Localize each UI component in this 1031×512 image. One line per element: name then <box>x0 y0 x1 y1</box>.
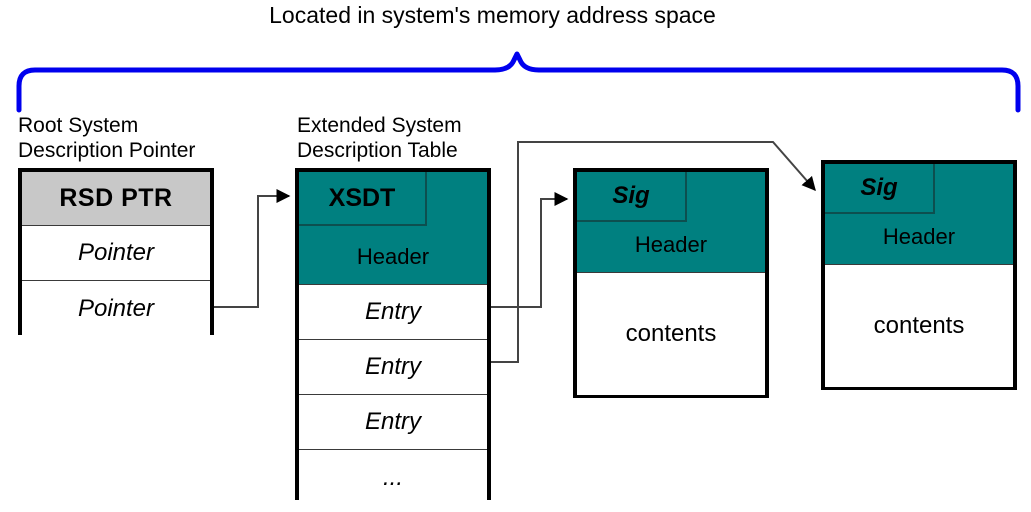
description-table-2: Sig Header contents <box>821 160 1017 390</box>
table2-header-block: Sig Header <box>825 164 1013 265</box>
table1-header-label: Header <box>634 232 708 257</box>
wire-xsdt-entry1-to-table1 <box>491 192 569 308</box>
xsdt-caption-line1: Extended System <box>297 114 462 137</box>
rsdp-pointer-row: Pointer <box>22 226 210 281</box>
diagram-title: Located in system's memory address space <box>269 2 716 28</box>
table2-contents-cell: contents <box>825 265 1013 387</box>
table2-header-label: Header <box>882 224 956 249</box>
xsdt-header-label: Header <box>356 244 430 269</box>
rsdp-caption-line1: Root System <box>18 114 139 137</box>
xsdt-entry-row: Entry <box>299 285 487 340</box>
rsdp-header-cell: RSD PTR <box>22 172 210 226</box>
xsdt-entry-row: Entry <box>299 340 487 395</box>
description-table-1: Sig Header contents <box>573 168 769 398</box>
wire-xsdt-entry2-to-table2 <box>491 141 816 363</box>
table1-contents-cell: contents <box>577 273 765 395</box>
table1-header-block: Sig Header <box>577 172 765 273</box>
xsdt-signature-label: XSDT <box>299 172 427 226</box>
rsdp-pointer-row: Pointer <box>22 281 210 336</box>
table1-signature-label: Sig <box>577 172 687 222</box>
memory-address-space-brace <box>16 51 1021 113</box>
rsdp-table: RSD PTR Pointer Pointer <box>18 168 214 336</box>
table2-signature-label: Sig <box>825 164 935 214</box>
xsdt-entry-row: Entry <box>299 395 487 450</box>
wire-rsdp-to-xsdt <box>214 189 291 308</box>
xsdt-caption: Extended System Description Table <box>297 113 462 163</box>
xsdt-entry-ellipsis-row: ... <box>299 450 487 505</box>
rsdp-caption: Root System Description Pointer <box>18 113 195 163</box>
xsdt-table: XSDT Header Entry Entry Entry ... <box>295 168 491 505</box>
xsdt-header-block: XSDT Header <box>299 172 487 285</box>
xsdt-caption-line2: Description Table <box>297 139 458 162</box>
rsdp-caption-line2: Description Pointer <box>18 139 196 162</box>
